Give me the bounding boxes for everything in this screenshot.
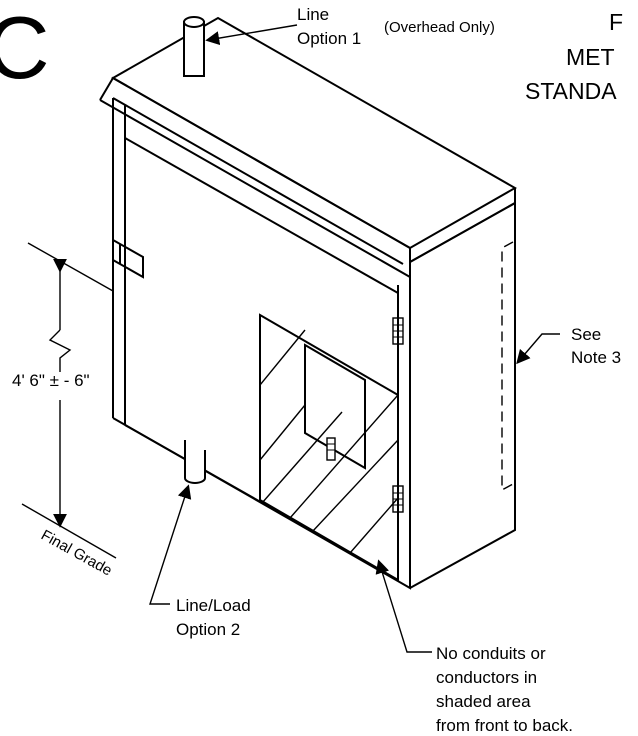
lid-lip xyxy=(99,99,411,279)
no-conduits-leader xyxy=(375,559,432,653)
line-load-label-line-2: Option 2 xyxy=(176,620,240,639)
line-load-label-line-1: Line/Load xyxy=(176,596,251,615)
line-option-1-label-line-1: Line xyxy=(297,5,329,24)
see-note-leader xyxy=(516,333,560,365)
door-latch xyxy=(112,238,144,279)
shaded-area xyxy=(259,313,399,582)
header-line-2: MET xyxy=(566,44,615,70)
meter-socket-latch xyxy=(326,437,336,461)
no-conduits-label-line-3: shaded area xyxy=(436,692,531,711)
meter-socket xyxy=(304,343,366,470)
enclosure xyxy=(99,16,518,590)
see-note-label-line-2: Note 3 xyxy=(571,348,621,367)
header-line-3: STANDA xyxy=(525,78,617,104)
line-option-1-leader xyxy=(205,24,298,46)
line-load-leader xyxy=(149,484,192,605)
lid-lip-inner xyxy=(112,97,404,265)
final-grade-line xyxy=(21,503,117,559)
lid-right-edge xyxy=(409,188,516,263)
dimension-break xyxy=(48,329,72,372)
overhead-only-label: (Overhead Only) xyxy=(384,19,495,36)
lid-front-edge xyxy=(99,76,411,262)
enclosure-side xyxy=(409,201,516,589)
line-option-1-label-line-2: Option 1 xyxy=(297,29,361,48)
height-reference-line xyxy=(27,242,114,292)
bottom-conduit xyxy=(184,440,206,484)
top-conduit xyxy=(183,16,205,77)
no-conduits-label-line-1: No conduits or xyxy=(436,644,546,663)
no-conduits-label-line-2: conductors in xyxy=(436,668,537,687)
no-conduits-label-line-4: from front to back. xyxy=(436,716,573,735)
header-line-1: F xyxy=(609,9,623,35)
door-top-edge xyxy=(124,137,399,294)
note-3-feature xyxy=(501,241,514,492)
figure-letter: C xyxy=(0,0,50,97)
see-note-label-line-1: See xyxy=(571,325,601,344)
upper-hinge xyxy=(392,317,404,345)
height-dimension-label: 4' 6" ± - 6" xyxy=(12,371,90,390)
